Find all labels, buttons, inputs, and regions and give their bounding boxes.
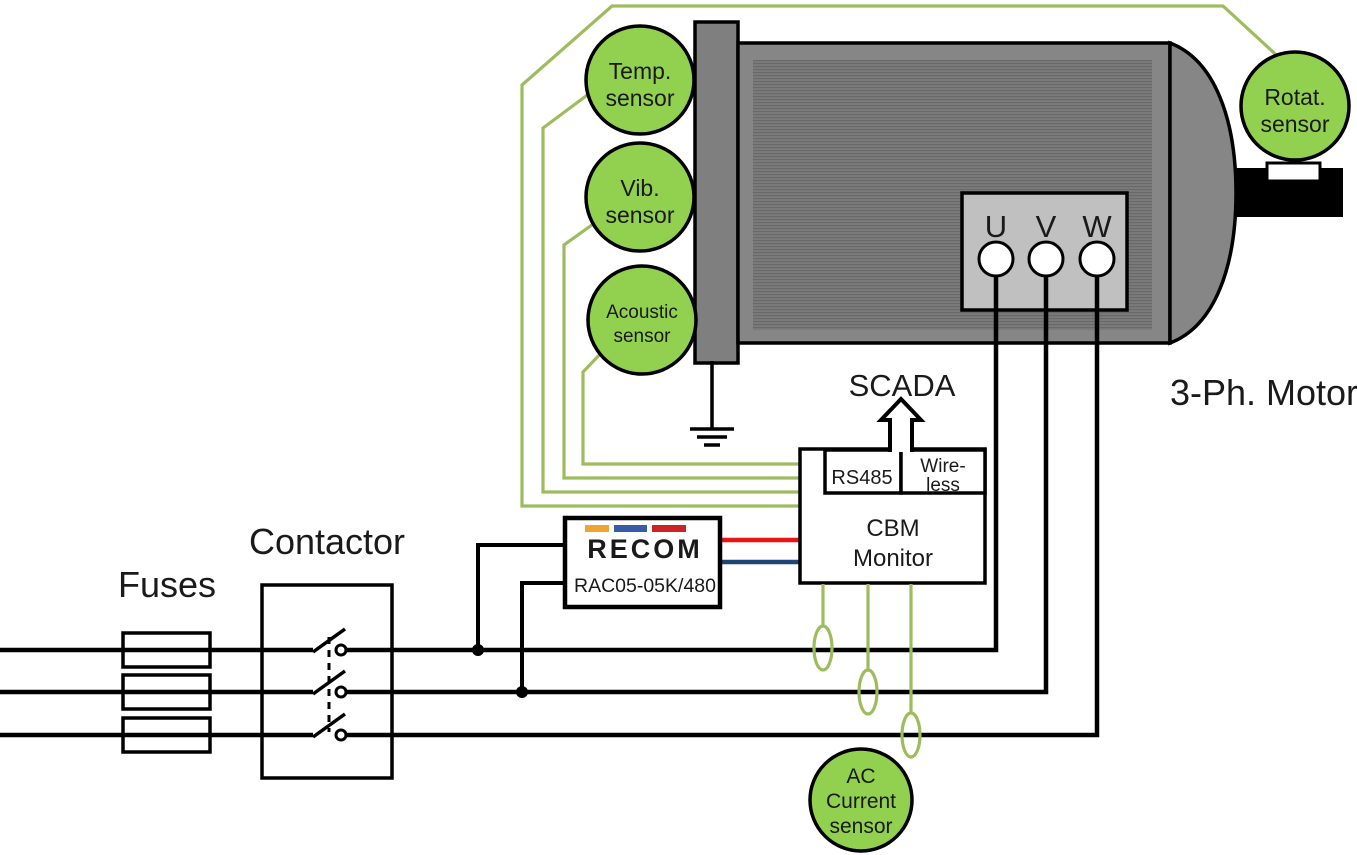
- recom-logo-bar-yellow: [585, 525, 609, 532]
- ct-loop-3: [900, 711, 922, 759]
- ac-current-sensor-label-3: sensor: [829, 815, 892, 838]
- terminal-w: [1078, 240, 1116, 278]
- acoustic-sensor-circle: [586, 264, 698, 376]
- terminal-u: [977, 240, 1015, 278]
- temp-sensor-wire: [541, 91, 800, 494]
- ac-current-sensor: AC Current sensor: [808, 747, 914, 853]
- acoustic-sensor-label-1: Acoustic: [606, 302, 678, 323]
- terminal-w-label: W: [1082, 209, 1112, 244]
- fuses-label: Fuses: [118, 564, 216, 605]
- phase1-to-u: [346, 276, 999, 653]
- temp-sensor-circle: [584, 24, 696, 136]
- motor-end-cap: [1168, 40, 1238, 346]
- recom-model: RAC05-05K/480: [574, 575, 716, 597]
- motor: U V W: [690, 20, 1343, 447]
- sensors: Temp. sensor Vib. sensor Acoustic sensor…: [584, 24, 1351, 853]
- temp-sensor-label-2: sensor: [605, 85, 674, 111]
- contact-1: [334, 643, 348, 657]
- cbm-monitor: RS485 Wire- less CBM Monitor SCADA: [798, 368, 987, 585]
- psu: RECOM RAC05-05K/480: [472, 515, 800, 698]
- recom-logo-bar-blue: [614, 525, 647, 532]
- ac-current-sensor-circle: [808, 747, 914, 853]
- rotation-sensor-label-2: sensor: [1260, 111, 1329, 137]
- sensor-wires: [520, 4, 1286, 508]
- phase2-to-v: [346, 276, 1049, 695]
- motor-label: 3-Ph. Motor: [1170, 372, 1357, 413]
- shaft-key: [1265, 161, 1322, 183]
- motor-front-plate: [693, 20, 740, 365]
- ct-loop-2: [857, 668, 879, 716]
- acoustic-sensor-wire: [581, 348, 800, 466]
- junction-dot-2: [516, 686, 528, 698]
- contact-2: [334, 685, 348, 699]
- phase-lines: [0, 276, 1100, 738]
- terminal-v-label: V: [1036, 209, 1057, 244]
- temp-sensor: Temp. sensor: [584, 24, 696, 136]
- vibration-sensor-label-2: sensor: [605, 202, 674, 228]
- contactor-label: Contactor: [249, 521, 405, 562]
- psu-box: [562, 515, 723, 610]
- psu-input-wire-2: [520, 581, 565, 690]
- recom-logo-bar-red: [652, 525, 686, 532]
- rs485-label: RS485: [831, 467, 892, 489]
- contactor-box: [260, 583, 394, 780]
- rotation-sensor: Rotat. sensor: [1239, 50, 1351, 162]
- terminal-u-label: U: [985, 209, 1007, 244]
- recom-brand: RECOM: [587, 534, 703, 564]
- acoustic-sensor-label-2: sensor: [613, 326, 671, 347]
- ct-loop-1: [812, 624, 834, 672]
- wireless-port: [899, 448, 987, 495]
- vibration-sensor: Vib. sensor: [584, 141, 696, 253]
- rs485-port: [823, 448, 903, 495]
- rotation-sensor-circle: [1239, 50, 1351, 162]
- terminal-v: [1027, 240, 1065, 278]
- ground-symbol: [690, 361, 734, 447]
- vibration-sensor-circle: [584, 141, 696, 253]
- wireless-label-2: less: [926, 475, 960, 496]
- cbm-name-1: CBM: [866, 515, 919, 542]
- scada-arrow: [876, 396, 926, 452]
- contact-3: [334, 728, 348, 742]
- phase3-to-w: [346, 276, 1100, 738]
- rotation-sensor-label-1: Rotat.: [1264, 84, 1325, 110]
- wireless-label-1: Wire-: [920, 456, 965, 477]
- vibration-sensor-wire: [562, 220, 800, 480]
- acoustic-sensor: Acoustic sensor: [586, 264, 698, 376]
- rotation-sensor-wire: [520, 4, 1286, 508]
- junction-dot-1: [472, 644, 484, 656]
- temp-sensor-label-1: Temp.: [609, 58, 672, 84]
- scada-label: SCADA: [849, 368, 956, 403]
- ac-current-sensor-label-1: AC: [846, 765, 875, 788]
- contactor-switches: [311, 627, 348, 742]
- psu-input-wire-1: [476, 543, 565, 648]
- ac-current-sensor-label-2: Current: [826, 790, 896, 813]
- vibration-sensor-label-1: Vib.: [620, 175, 659, 201]
- ct-wires: [812, 584, 922, 759]
- cbm-name-2: Monitor: [853, 545, 933, 572]
